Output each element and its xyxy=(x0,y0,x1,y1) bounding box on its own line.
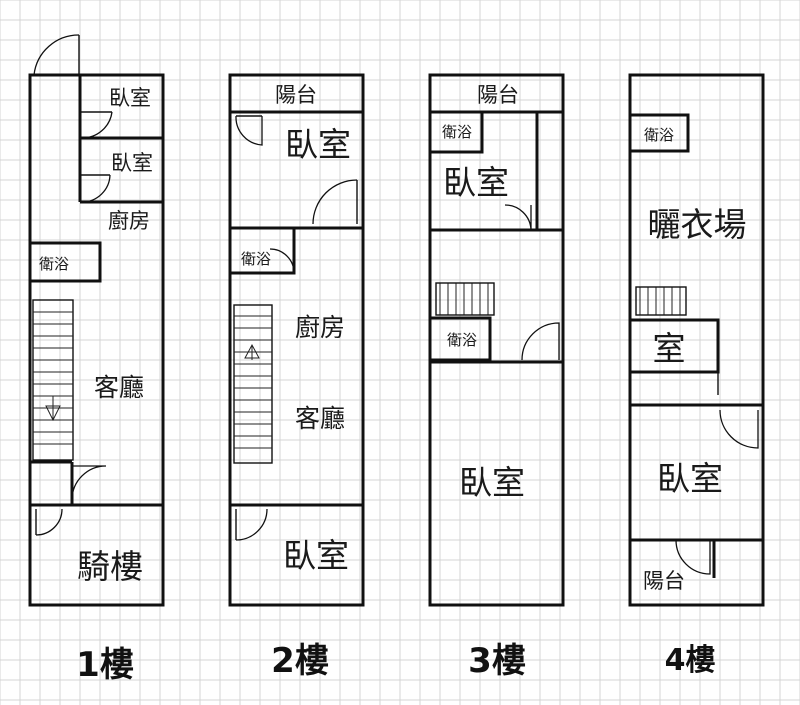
floor-2-plan: 陽台 臥室 衛浴 廚房 客廳 臥室 xyxy=(228,73,365,607)
floor-1-room-label: 廚房 xyxy=(108,209,150,233)
floor-4-room-label: 陽台 xyxy=(643,569,685,593)
floor-4-room-label: 臥室 xyxy=(657,459,723,498)
floor-2-stair-treads xyxy=(234,315,272,449)
floor-2-outline xyxy=(228,73,365,607)
floor-1-arcade-door-swing xyxy=(35,508,63,536)
floor-1-room-label: 客廳 xyxy=(94,373,144,402)
floor-3-room-label: 衛浴 xyxy=(442,123,472,141)
floor-4-bathroom-box xyxy=(628,113,690,153)
floor-1-room-label: 臥室 xyxy=(109,86,151,110)
floor-4-plan: 衛浴 曬衣場 室 臥室 陽台 xyxy=(628,73,765,607)
floor-4-small-room-box xyxy=(628,318,720,374)
floor-1-bathroom-box xyxy=(28,241,102,283)
floor-2-bedroom-door2-swing xyxy=(312,179,358,225)
floor-1-plan: 臥室 臥室 廚房 衛浴 客廳 騎樓 xyxy=(28,34,165,607)
floor-2-bathroom-box xyxy=(228,226,296,275)
floor-3-staircase xyxy=(435,282,495,316)
floor-3-room-label: 臥室 xyxy=(443,163,509,202)
floor-1-staircase xyxy=(32,299,74,461)
floor-2-front-bedroom-door-swing xyxy=(235,508,268,541)
floor-2-room-label: 陽台 xyxy=(275,83,317,107)
floor-3-rear-bedroom-door-swing xyxy=(521,322,560,361)
floor-1-stair-arrow xyxy=(45,396,61,422)
floor-2-room-label: 客廳 xyxy=(295,404,345,433)
floor-2-stair-arrow xyxy=(244,343,260,360)
floor-3-caption: 3樓 xyxy=(468,641,526,681)
floor-3-room-label: 陽台 xyxy=(477,83,519,107)
floor-2-room-label: 臥室 xyxy=(285,125,351,164)
floor-1-room-label: 騎樓 xyxy=(77,547,143,586)
floor-2-room-label: 衛浴 xyxy=(241,250,271,268)
floor-1-room-label: 衛浴 xyxy=(39,255,69,273)
floor-3-bedroom-door-swing xyxy=(504,204,532,231)
floor-1-stair-treads xyxy=(33,311,73,445)
floor-4-balcony-door-swing xyxy=(675,539,711,575)
floor-4-staircase xyxy=(635,286,687,316)
floor-2-staircase xyxy=(233,304,273,464)
floor-2-bathroom-door-swing xyxy=(269,248,295,274)
floor-4-stair-treads xyxy=(639,287,681,315)
floor-1-lower-door-swing xyxy=(71,465,107,501)
floor-3-room-label: 臥室 xyxy=(459,463,525,502)
floor-1-room-label: 臥室 xyxy=(111,151,153,175)
floor-4-bedroom-door-swing xyxy=(719,409,759,449)
floor-4-room-label: 室 xyxy=(653,329,686,368)
floor-3-room-label: 衛浴 xyxy=(447,331,477,349)
floor-2-caption: 2樓 xyxy=(271,641,329,681)
floor-3-bathroom2-box xyxy=(428,316,492,362)
floor-4-caption: 4樓 xyxy=(665,643,716,678)
floor-3-stair-treads xyxy=(439,283,489,315)
floor-4-room-label: 衛浴 xyxy=(644,126,674,144)
floor-3-plan: 陽台 衛浴 臥室 衛浴 臥室 xyxy=(428,73,565,607)
floor-1-bedroom1-door-swing xyxy=(81,111,113,139)
floor-2-room-label: 廚房 xyxy=(295,313,345,342)
floor-2-room-label: 臥室 xyxy=(283,536,349,575)
floor-1-entry-door-swing xyxy=(33,34,80,76)
floor-2-bedroom-door-swing xyxy=(235,115,263,146)
floor-3-bathroom1-box xyxy=(428,110,484,154)
floor-1-caption: 1樓 xyxy=(76,645,134,685)
floor-4-room-label: 曬衣場 xyxy=(648,205,747,244)
floor-1-outline xyxy=(28,73,165,607)
floor-1-bedroom2-door-swing xyxy=(81,174,111,203)
